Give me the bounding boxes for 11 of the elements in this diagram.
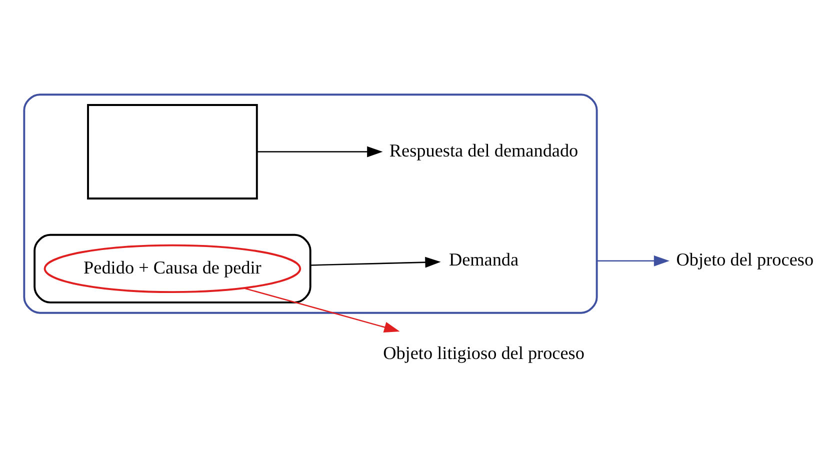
arrow [310, 256, 441, 268]
cluster [34, 234, 312, 304]
arrow [257, 146, 383, 158]
node-text: Objeto del proceso [676, 250, 814, 270]
node-ellipse: Pedido + Causa de pedir [44, 244, 302, 294]
node-text: Objeto litigioso del proceso [383, 343, 584, 364]
cluster [23, 94, 598, 314]
node-text: Respuesta del demandado [389, 140, 578, 161]
node-box [87, 104, 258, 200]
node-text: Demanda [448, 250, 519, 270]
arrow [596, 255, 670, 266]
